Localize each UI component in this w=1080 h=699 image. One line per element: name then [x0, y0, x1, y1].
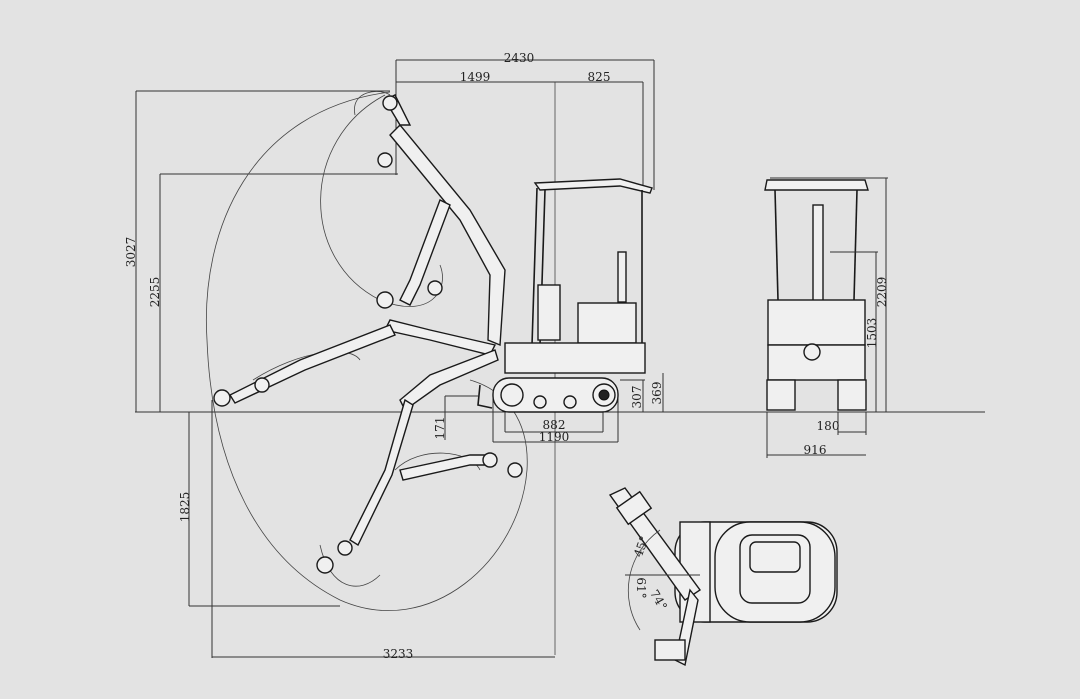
excavator-arm-positions [213, 94, 523, 574]
dim-total-length: 2430 [504, 51, 535, 65]
dig-envelope [205, 91, 528, 611]
dim-tumbler-distance: 882 [543, 418, 566, 432]
dim-max-dump-height: 2255 [148, 277, 162, 308]
dim-track-width: 180 [817, 419, 840, 433]
track [492, 377, 619, 413]
dim-max-dig-depth: 1825 [178, 492, 192, 523]
seat [577, 302, 637, 344]
swing-angle-right: 61° [634, 577, 648, 598]
excavator-front-view [764, 177, 888, 458]
dim-max-reach: 3233 [383, 647, 414, 661]
canopy-roof [533, 178, 653, 194]
upper-structure [504, 342, 646, 374]
dim-max-dig-height: 3027 [124, 237, 138, 268]
dim-overall-width: 916 [804, 443, 827, 457]
dim-height-to-cab: 1503 [865, 318, 879, 349]
swing-angle-left: 45° [631, 534, 651, 559]
dim-track-length: 1190 [539, 430, 570, 444]
swing-angle-extra: 74° [647, 587, 670, 612]
dim-counterweight-clearance: 307 [630, 386, 644, 409]
blade [477, 384, 493, 409]
dim-overall-height: 2209 [875, 277, 889, 308]
excavator-side-body [477, 178, 653, 413]
dim-rear-length: 825 [588, 70, 611, 84]
excavator-top-view [608, 487, 838, 667]
dim-front-length: 1499 [460, 70, 491, 84]
dim-track-height: 369 [650, 382, 664, 405]
dim-blade-depth: 171 [433, 417, 447, 440]
